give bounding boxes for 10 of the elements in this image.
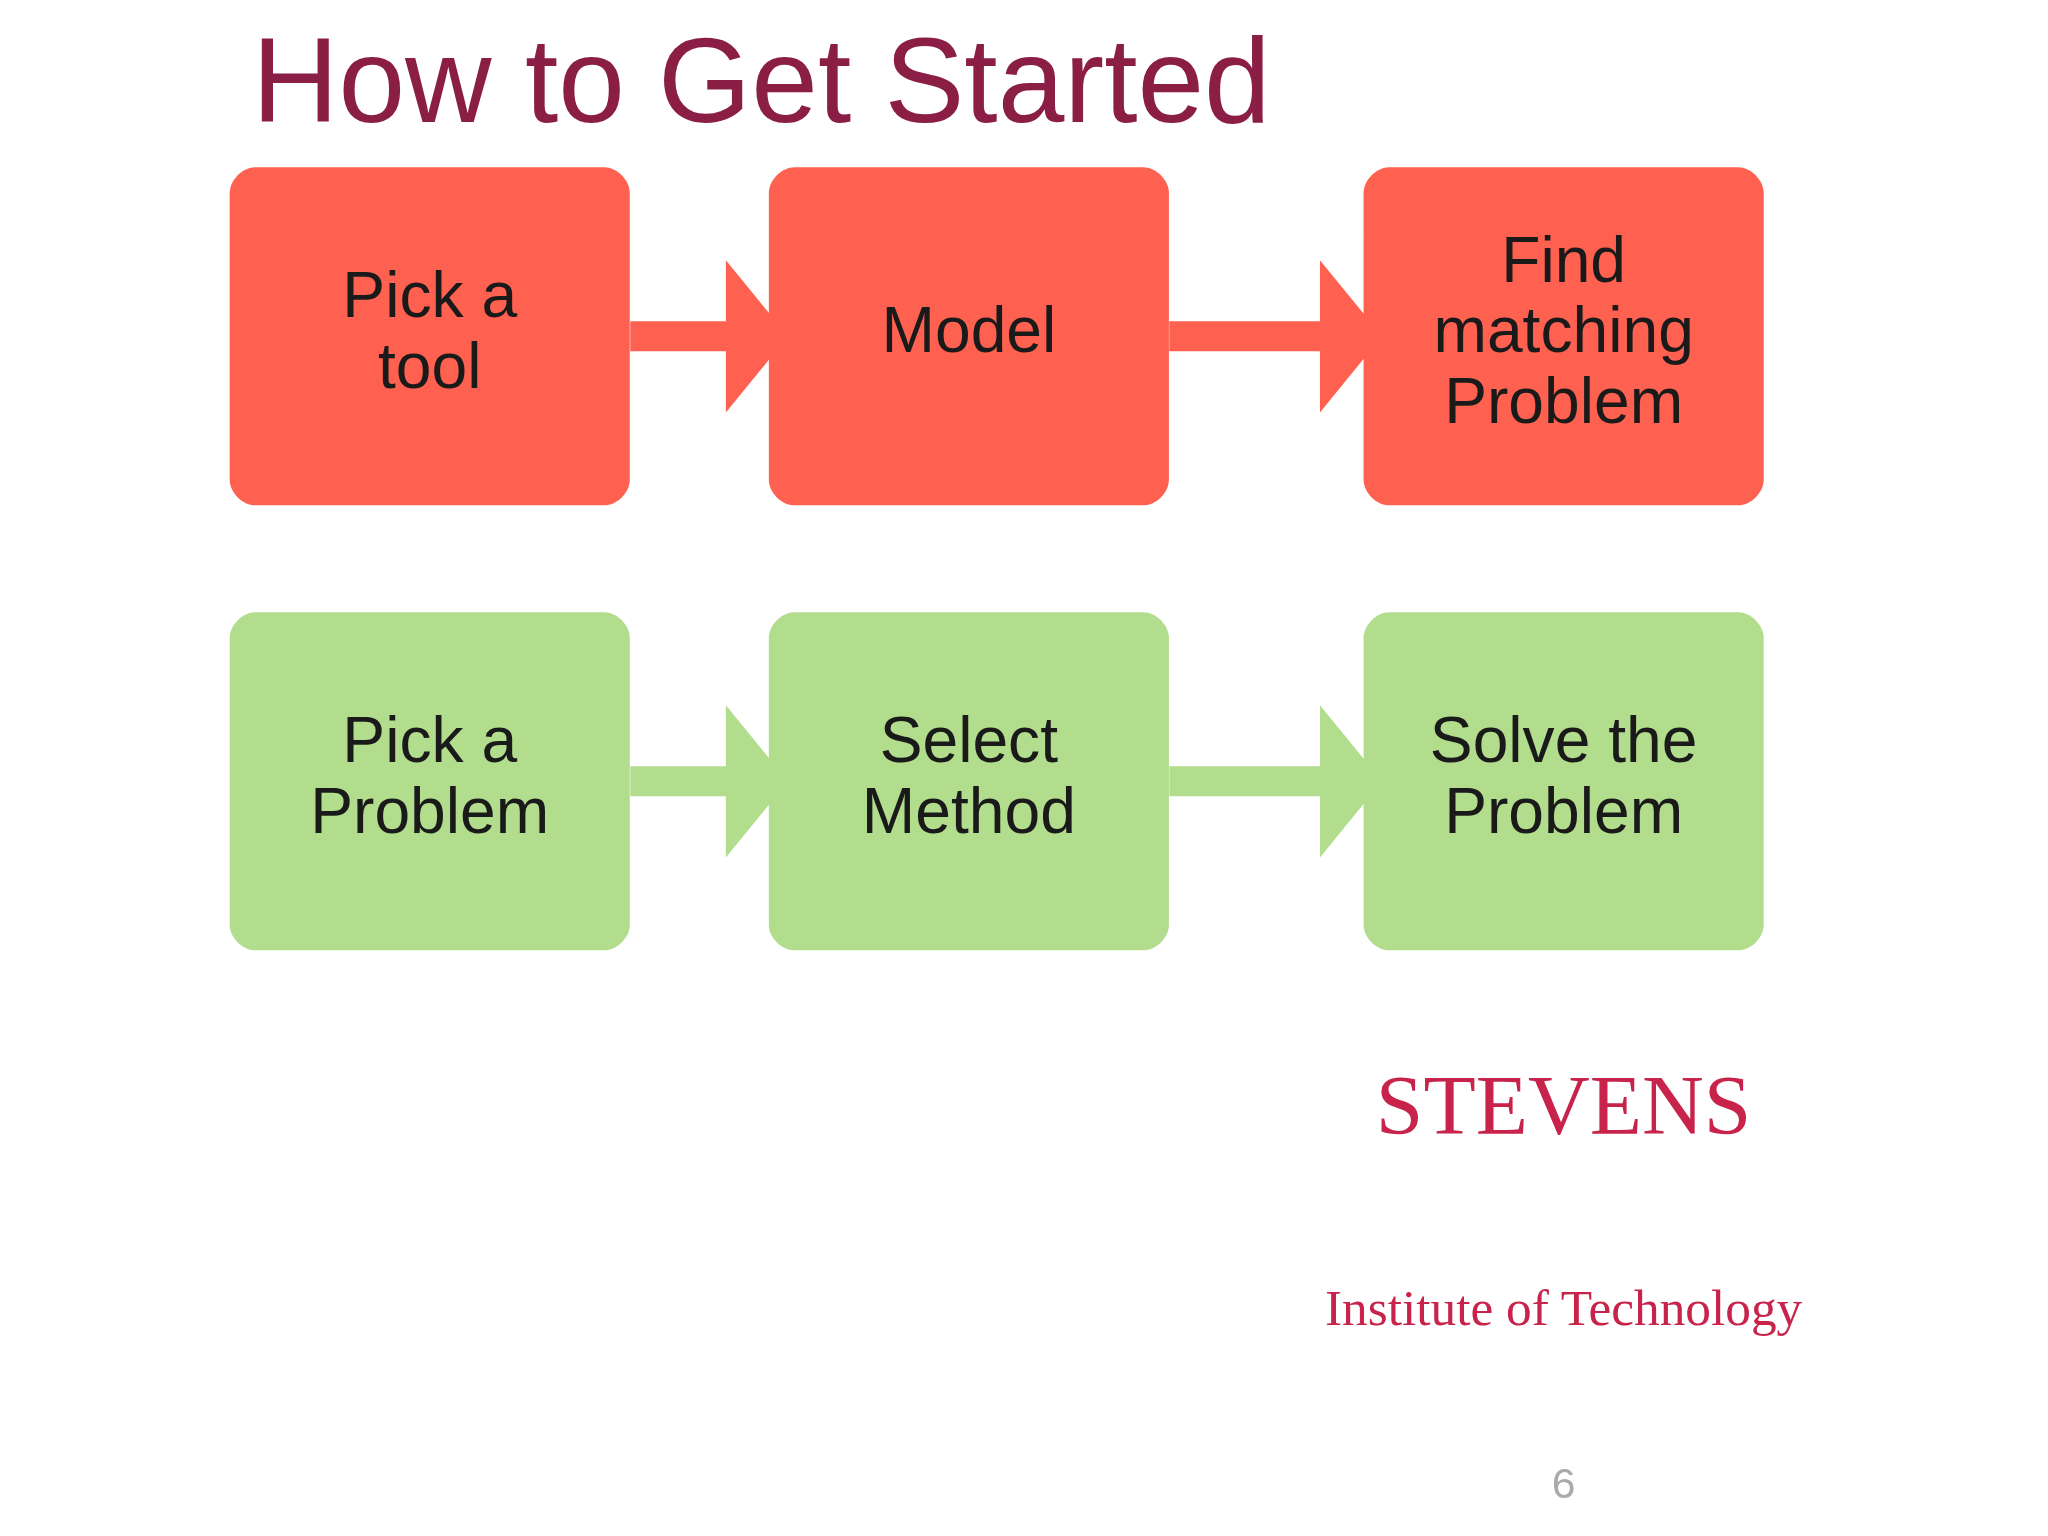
node-box: Model (768, 166, 1169, 505)
label: STEVENS (1375, 1057, 1751, 1153)
node-box: Pick a Problem (229, 611, 630, 950)
node-box: Solve the Problem (1363, 611, 1764, 950)
label: Institute of Technology (1324, 1278, 1802, 1336)
node-box: Find matching Problem (1363, 166, 1764, 505)
node-box: Pick a tool (229, 166, 630, 505)
diagram-title: How to Get Started (251, 13, 1271, 147)
label: 6 (1551, 1458, 1576, 1507)
node-box: Select Method (768, 611, 1169, 950)
